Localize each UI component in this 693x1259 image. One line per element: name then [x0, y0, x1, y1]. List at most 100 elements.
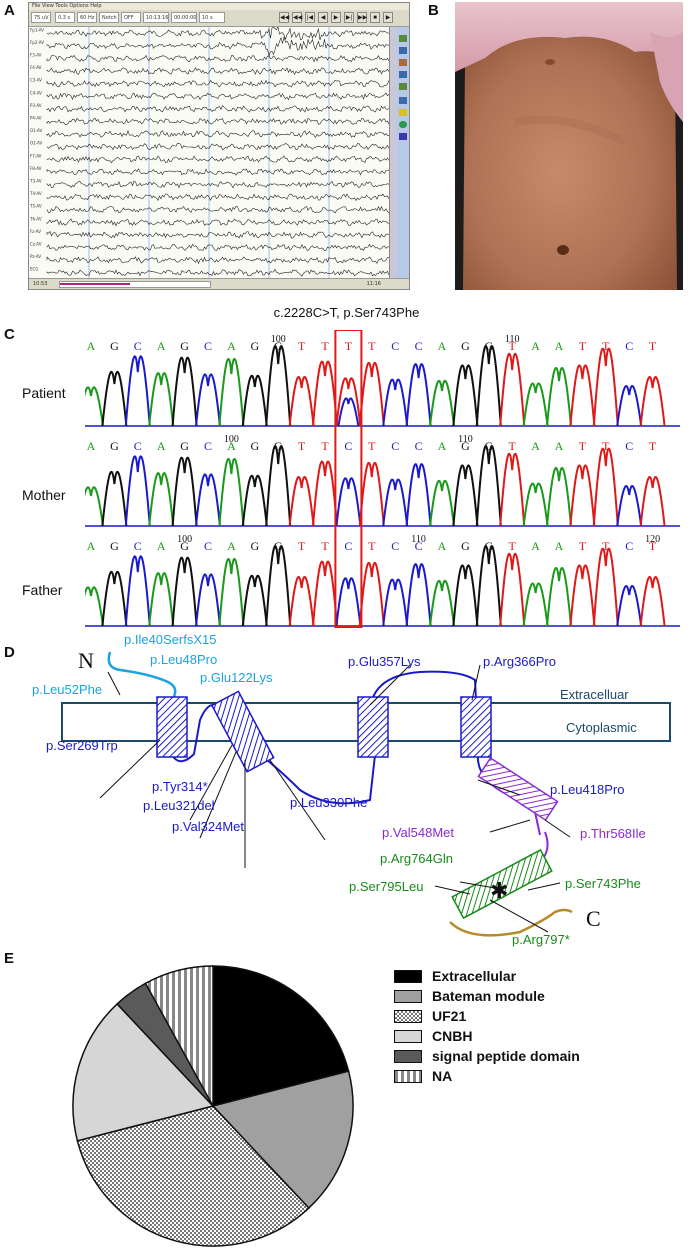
eeg-playback-button[interactable]: ◀◀ — [279, 12, 289, 23]
base-call: A — [227, 439, 236, 453]
chromatogram-peak — [382, 578, 409, 627]
eeg-playback-button[interactable]: ◀ — [318, 12, 328, 23]
chromatogram-peak — [569, 464, 596, 527]
chromatogram-peak — [499, 552, 526, 627]
chromatogram-peak — [358, 362, 385, 427]
base-call: A — [227, 339, 236, 353]
eeg-trace — [46, 155, 389, 164]
legend-swatch — [394, 970, 422, 983]
eeg-playback-button[interactable]: ▶▶ — [357, 12, 367, 23]
mutation-label: p.Arg797* — [512, 932, 570, 947]
eeg-channel-label: Pz-AV — [30, 254, 41, 259]
eeg-toolbar-field[interactable]: 0.3 s — [55, 12, 75, 23]
chromatogram-peak — [616, 385, 643, 427]
bateman-domain — [477, 756, 559, 822]
chromatogram-peak — [288, 476, 315, 527]
chromatogram-peak — [171, 456, 198, 527]
eeg-trace — [46, 105, 389, 113]
chromatogram-peak — [592, 447, 619, 527]
eeg-timeline[interactable] — [59, 281, 211, 288]
eeg-tool-icon[interactable] — [399, 35, 407, 42]
eeg-playback-button[interactable]: ■ — [370, 12, 380, 23]
eeg-toolbar-field[interactable]: 00:00:00 — [171, 12, 197, 23]
eeg-trace — [46, 193, 389, 202]
eeg-timeline-progress — [60, 283, 130, 285]
eeg-toolbar-field[interactable]: 75 uV — [31, 12, 51, 23]
panel-label-c: C — [4, 326, 15, 343]
chromatogram-peak — [358, 462, 385, 527]
eeg-trace — [46, 143, 389, 151]
base-call: A — [555, 339, 564, 353]
legend-swatch — [394, 1070, 422, 1083]
eeg-tool-icon[interactable] — [399, 109, 407, 116]
chromatogram-peak — [639, 376, 666, 427]
base-call: T — [321, 439, 329, 453]
eeg-channel-label: T4-AV — [29, 191, 42, 196]
mutation-label: p.Ser269Trp — [46, 738, 118, 753]
eeg-playback-button[interactable]: ▶ — [383, 12, 393, 23]
chromatogram-peak — [382, 378, 409, 427]
eeg-tool-icon[interactable] — [399, 71, 407, 78]
eeg-tool-icon[interactable] — [399, 121, 407, 128]
mutation-label: p.Glu122Lys — [200, 670, 273, 685]
mutation-label: p.Leu48Pro — [150, 652, 218, 667]
n-terminus-label: N — [78, 648, 94, 673]
base-call: T — [649, 439, 657, 453]
legend-label: NA — [432, 1068, 453, 1084]
base-call: T — [368, 539, 376, 553]
eeg-scrollbar[interactable] — [389, 27, 398, 279]
eeg-tool-icon[interactable] — [399, 59, 407, 66]
eeg-channel-label: T6-AV — [29, 216, 42, 221]
eeg-playback-button[interactable]: |◀ — [305, 12, 315, 23]
eeg-channel-label: P3-AV — [30, 103, 42, 108]
base-call: G — [461, 439, 470, 453]
abdomen-photo — [455, 2, 683, 290]
mutation-label: p.Leu418Pro — [550, 782, 625, 797]
eeg-tool-icon[interactable] — [399, 83, 407, 90]
base-call: A — [555, 439, 564, 453]
chromatogram-peak — [475, 345, 502, 427]
base-call: G — [461, 339, 470, 353]
chromatogram-peak — [616, 485, 643, 527]
chromatogram-peak — [592, 347, 619, 427]
eeg-playback-button[interactable]: ▶ — [331, 12, 341, 23]
legend-label: Extracellular — [432, 968, 517, 984]
eeg-playback-button[interactable]: ▶| — [344, 12, 354, 23]
chromatogram-peak — [218, 358, 245, 427]
chromatogram-peak — [405, 363, 432, 427]
mutation-label: p.Arg366Pro — [483, 654, 556, 669]
chromatogram-peak — [265, 545, 292, 627]
eeg-toolbar-field[interactable]: 10 s — [199, 12, 225, 23]
eeg-playback-button[interactable]: ◀◀ — [292, 12, 302, 23]
eeg-tool-icon[interactable] — [399, 133, 407, 140]
extracellular-label: Extracelluar — [560, 687, 629, 702]
tm-helix — [210, 690, 275, 773]
chromatogram-peak — [124, 455, 151, 527]
position-tick: 100 — [271, 334, 286, 345]
base-call: A — [531, 339, 540, 353]
panel-label-b: B — [428, 2, 439, 19]
chromatogram-peak — [639, 576, 666, 627]
eeg-toolbar-field[interactable]: 10:13:16 — [143, 12, 169, 23]
eeg-channel-label: ECG — [30, 267, 38, 272]
base-call: G — [274, 539, 283, 553]
eeg-toolbar-field[interactable]: 60 Hz — [77, 12, 97, 23]
chromatogram-peak — [148, 572, 175, 627]
legend-label: signal peptide domain — [432, 1048, 580, 1064]
legend-label: UF21 — [432, 1008, 467, 1024]
eeg-tool-icon[interactable] — [399, 47, 407, 54]
eeg-toolbar-field[interactable]: Notch — [99, 12, 119, 23]
mutation-label: p.Ile40SerfsX15 — [124, 632, 217, 647]
eeg-channel-label: Fp2-AV — [30, 40, 44, 45]
base-call: C — [415, 339, 423, 353]
chromatogram-peak — [405, 463, 432, 527]
eeg-toolbar-field[interactable]: OFF — [121, 12, 141, 23]
eeg-trace — [46, 54, 389, 63]
eeg-tool-icon[interactable] — [399, 97, 407, 104]
eeg-menubar[interactable]: File View Tools Options Help — [32, 3, 102, 9]
base-call: G — [110, 539, 119, 553]
eeg-channel-label: Fz-AV — [30, 229, 41, 234]
chromatogram-peak — [546, 567, 572, 627]
